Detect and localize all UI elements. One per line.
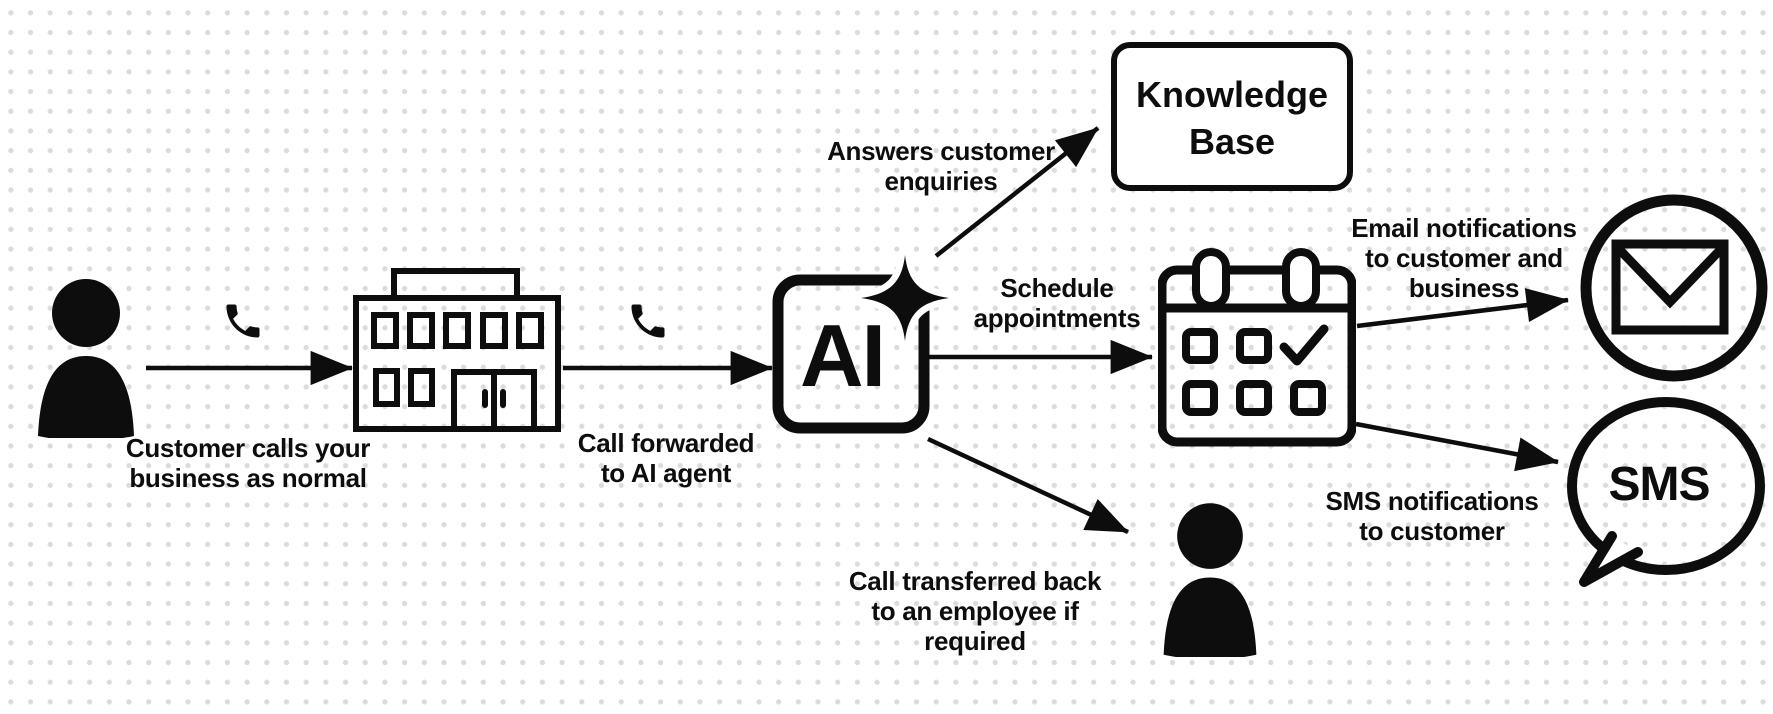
arrow-ai-to-employee xyxy=(927,436,1129,535)
phone-icon xyxy=(226,304,260,338)
sms-bubble-label: SMS xyxy=(1608,458,1710,511)
arrow-calendar-to-email xyxy=(1356,288,1569,329)
label-answers-enquiries: Answers customer enquiries xyxy=(827,136,1055,196)
ai-sparkle-icon xyxy=(772,254,951,434)
envelope-icon xyxy=(1612,242,1728,309)
sms-bubble-icon xyxy=(1567,397,1765,587)
knowledge-base-label: Knowledge Base xyxy=(1135,74,1328,162)
label-call-forwarded: Call forwarded to AI agent xyxy=(577,428,755,488)
arrow-calendar-to-sms xyxy=(1355,421,1559,472)
person-icon xyxy=(38,279,134,438)
bubble-tail xyxy=(1579,531,1643,587)
phone-icon xyxy=(631,304,665,338)
sparkle-icon xyxy=(859,254,951,342)
knowledge-base-box xyxy=(1111,42,1353,191)
label-customer-calls: Customer calls your business as normal xyxy=(125,433,371,493)
label-schedule-appointments: Schedule appointments xyxy=(973,273,1141,333)
person-icon xyxy=(1163,503,1257,657)
label-sms-notifications: SMS notifications to customer xyxy=(1325,486,1539,546)
ai-box-label: AI xyxy=(800,306,886,405)
building-icon xyxy=(353,268,561,432)
arrow-ai-to-knowledge-base xyxy=(934,126,1100,258)
email-circle-icon xyxy=(1580,194,1768,382)
calendar-check-icon xyxy=(1158,248,1356,447)
label-call-transferred: Call transferred back to an employee if … xyxy=(848,566,1102,656)
label-email-notifications: Email notifications to customer and busi… xyxy=(1351,213,1577,303)
check-icon xyxy=(1279,324,1329,366)
